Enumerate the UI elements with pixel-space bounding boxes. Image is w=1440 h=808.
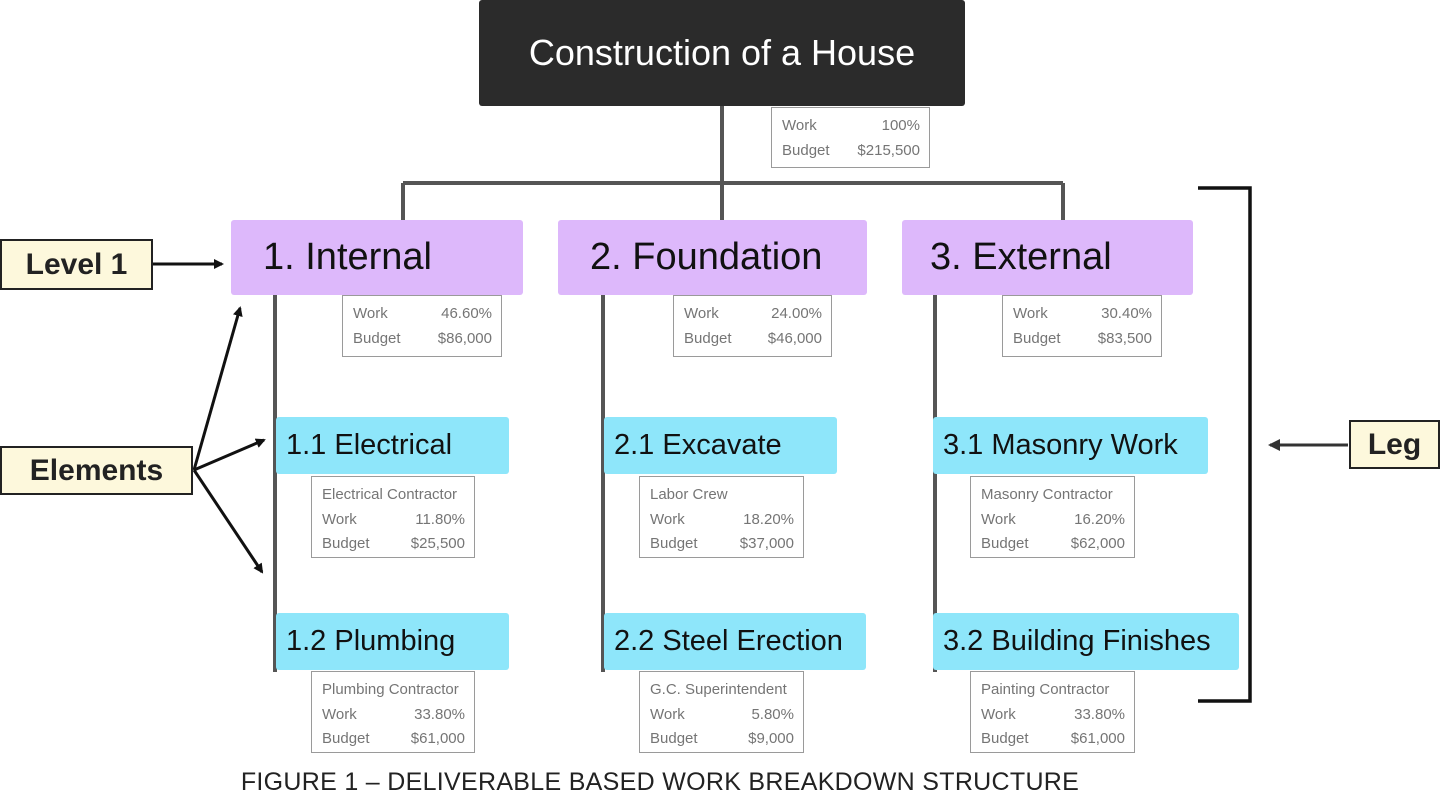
steel-erection-info-box: G.C. Superintendent Work 5.80% Budget $9,0… (639, 671, 804, 753)
budget-value: $9,000 (748, 730, 794, 747)
element-label: 1.1 Electrical (286, 429, 453, 461)
excavate-info-box: Labor Crew Work 18.20% Budget $37,000 (639, 476, 804, 558)
budget-label: Budget (1013, 329, 1061, 347)
element-label: 2.2 Steel Erection (614, 625, 843, 657)
building-finishes-info-box: Painting Contractor Work 33.80% Budget $61… (970, 671, 1135, 753)
work-label: Work (981, 510, 1016, 528)
work-value: 30.40% (1101, 305, 1152, 322)
root-info-box: Work 100% Budget $215,500 (771, 107, 930, 168)
work-label: Work (782, 117, 817, 134)
work-label: Work (353, 305, 388, 322)
work-label: Work (1013, 305, 1048, 322)
budget-label: Budget (782, 141, 830, 159)
budget-label: Budget (353, 329, 401, 347)
contractor-name: Masonry Contractor (981, 486, 1113, 503)
budget-value: $46,000 (767, 329, 822, 347)
budget-value: $62,000 (1070, 535, 1125, 552)
element-label: 3.2 Building Finishes (943, 625, 1211, 657)
figure-caption: FIGURE 1 – DELIVERABLE BASED WORK BREAKD… (240, 768, 1080, 796)
budget-label: Budget (981, 730, 1029, 747)
contractor-name: Labor Crew (650, 486, 728, 503)
elements-arrow-mid (193, 438, 266, 472)
element-label: 1.2 Plumbing (286, 625, 456, 657)
work-label: Work (650, 705, 685, 723)
work-value: 5.80% (751, 705, 794, 723)
work-value: 46.60% (441, 305, 492, 322)
plumbing-info-box: Plumbing Contractor Work 33.80% Budget $61… (311, 671, 475, 753)
level1-label: 2. Foundation (590, 236, 823, 278)
element-label: 2.1 Excavate (614, 429, 782, 461)
budget-label: Budget (650, 730, 698, 747)
work-label: Work (322, 705, 357, 723)
budget-value: $25,500 (410, 535, 465, 552)
work-value: 16.20% (1074, 510, 1125, 528)
work-value: 11.80% (415, 510, 465, 528)
budget-value: $86,000 (437, 329, 492, 347)
work-value: 24.00% (771, 305, 822, 322)
work-value: 33.80% (1074, 705, 1125, 723)
work-label: Work (322, 510, 357, 528)
contractor-name: Electrical Contractor (322, 486, 458, 503)
contractor-name: G.C. Superintendent (650, 681, 787, 698)
leg-bracket (1198, 186, 1252, 703)
contractor-name: Painting Contractor (981, 681, 1110, 698)
element-node-masonry-work: 3.1 Masonry Work (933, 417, 1208, 474)
root-title: Construction of a House (528, 32, 916, 73)
budget-value: $215,500 (857, 141, 920, 159)
budget-value: $61,000 (410, 730, 465, 747)
element-node-electrical: 1.1 Electrical (276, 417, 509, 474)
root-node: Construction of a House (479, 0, 965, 106)
internal-info-box: Work 46.60% Budget $86,000 (342, 295, 502, 357)
level1-node-internal: 1. Internal (231, 220, 523, 295)
foundation-info-box: Work 24.00% Budget $46,000 (673, 295, 832, 357)
callout-label: Leg (1367, 427, 1422, 461)
element-node-steel-erection: 2.2 Steel Erection (604, 613, 866, 670)
work-value: 33.80% (414, 705, 465, 723)
electrical-info-box: Electrical Contractor Work 11.80% Budget $… (311, 476, 475, 558)
work-value: 100% (881, 117, 920, 134)
level1-label: 3. External (930, 236, 1112, 278)
masonry-info-box: Masonry Contractor Work 16.20% Budget $62,… (970, 476, 1135, 558)
budget-label: Budget (650, 535, 698, 552)
level1-node-foundation: 2. Foundation (558, 220, 867, 295)
element-node-building-finishes: 3.2 Building Finishes (933, 613, 1239, 670)
element-node-plumbing: 1.2 Plumbing (276, 613, 509, 670)
work-label: Work (650, 510, 685, 528)
element-node-excavate: 2.1 Excavate (604, 417, 837, 474)
work-value: 18.20% (743, 510, 794, 528)
leg-callout: Leg (1349, 420, 1440, 469)
level1-callout: Level 1 (0, 239, 153, 290)
external-info-box: Work 30.40% Budget $83,500 (1002, 295, 1162, 357)
level1-label: 1. Internal (263, 236, 432, 278)
budget-value: $61,000 (1070, 730, 1125, 747)
budget-label: Budget (981, 535, 1029, 552)
callout-label: Level 1 (25, 247, 128, 281)
contractor-name: Plumbing Contractor (322, 681, 459, 698)
budget-value: $83,500 (1097, 329, 1152, 347)
level1-node-external: 3. External (902, 220, 1193, 295)
elements-arrow-up (192, 306, 243, 471)
element-label: 3.1 Masonry Work (943, 429, 1178, 461)
work-label: Work (981, 705, 1016, 723)
budget-label: Budget (322, 730, 370, 747)
elements-arrow-down (192, 469, 264, 574)
callout-label: Elements (29, 453, 164, 487)
budget-value: $37,000 (739, 535, 794, 552)
budget-label: Budget (322, 535, 370, 552)
work-label: Work (684, 305, 719, 322)
budget-label: Budget (684, 329, 732, 347)
elements-callout: Elements (0, 446, 193, 495)
